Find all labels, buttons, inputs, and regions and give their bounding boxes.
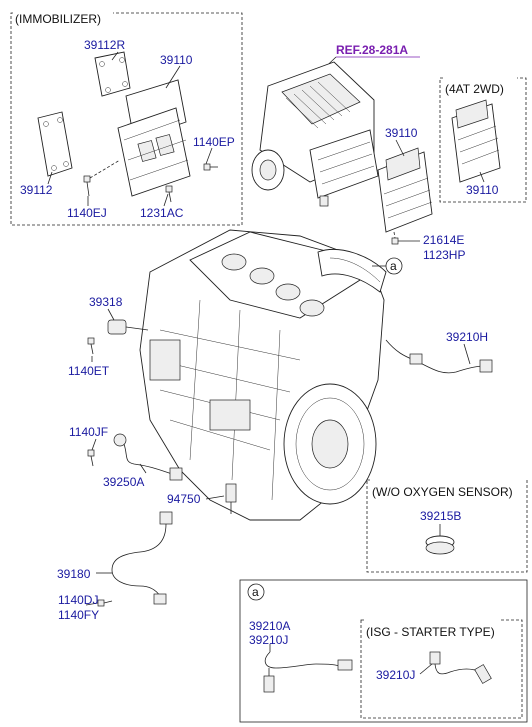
air-cleaner-icon (251, 61, 379, 207)
label-94750: 94750 (167, 492, 201, 506)
bracket-39112r-icon (94, 51, 131, 97)
immobilizer-title: (IMMOBILIZER) (15, 12, 101, 26)
detail-a-group: a 39210A 39210J (ISG - STARTER TYPE) 392… (239, 579, 528, 723)
sensor-94750-icon (225, 483, 237, 514)
engine-block-icon (139, 229, 387, 521)
immobilizer-group: (IMMOBILIZER) (10, 12, 243, 226)
isg-title: (ISG - STARTER TYPE) (366, 625, 495, 639)
wo-oxygen-title: (W/O OXYGEN SENSOR) (372, 485, 513, 499)
label-39112r: 39112R (84, 38, 125, 52)
sensor-39180-icon (111, 511, 173, 605)
ecu-main-icon (377, 147, 433, 233)
sensor-39250a-icon (113, 433, 183, 481)
detail-a-callout: a (252, 585, 259, 599)
bolt-1140ep-icon (203, 163, 218, 171)
wo-oxygen-group: (W/O OXYGEN SENSOR) 39215B (366, 479, 528, 573)
plug-39215b-icon (425, 535, 455, 555)
label-39210j-a: 39210J (249, 633, 288, 647)
label-1140dj: 1140DJ (58, 593, 98, 607)
label-39318: 39318 (89, 295, 123, 309)
label-39250a: 39250A (103, 475, 144, 489)
label-1140ep: 1140EP (193, 135, 235, 149)
oxygen-sensor-39210h-icon (385, 339, 493, 374)
ecu-4at-icon (451, 99, 501, 183)
ecu-immobilizer-icon (117, 79, 191, 197)
oxygen-sensor-39210j-isg-icon (429, 651, 492, 684)
at2wd-title: (4AT 2WD) (445, 82, 504, 96)
label-1231ac: 1231AC (140, 206, 184, 220)
label-1140fy: 1140FY (58, 608, 99, 622)
oxygen-sensor-39210a-icon (263, 651, 353, 693)
bolt-1140dj-icon (97, 599, 113, 607)
bolt-1140et-icon (87, 337, 95, 355)
svg-text:a: a (390, 259, 397, 273)
engine-callout: a (372, 257, 403, 275)
label-39110-4at: 39110 (466, 183, 499, 197)
immobilizer-box (10, 12, 243, 226)
detail-a-box (239, 579, 528, 723)
ref-link[interactable]: REF.28-281A (336, 43, 408, 57)
label-39210a: 39210A (249, 619, 290, 633)
label-1140et: 1140ET (68, 364, 110, 378)
bracket-39112-icon (37, 111, 73, 177)
bolt-1140ej-icon (83, 175, 91, 197)
label-39210j-isg: 39210J (376, 668, 415, 682)
label-39210h: 39210H (446, 330, 488, 344)
at2wd-group: (4AT 2WD) 39110 (439, 77, 527, 203)
label-1140ej: 1140EJ (67, 206, 107, 220)
label-39110-immobilizer: 39110 (160, 53, 193, 67)
label-1123hp: 1123HP (423, 248, 465, 262)
sensor-39318-icon (107, 319, 149, 335)
label-1140jf: 1140JF (69, 425, 108, 439)
label-39180: 39180 (57, 567, 91, 581)
label-21614e: 21614E (423, 233, 464, 247)
label-39110-main: 39110 (385, 126, 418, 140)
label-39112: 39112 (20, 183, 53, 197)
bolt-1140jf-icon (87, 449, 95, 467)
bolt-21614e-icon (391, 237, 420, 245)
bolt-1231ac-icon (165, 185, 173, 203)
label-39215b: 39215B (420, 509, 461, 523)
